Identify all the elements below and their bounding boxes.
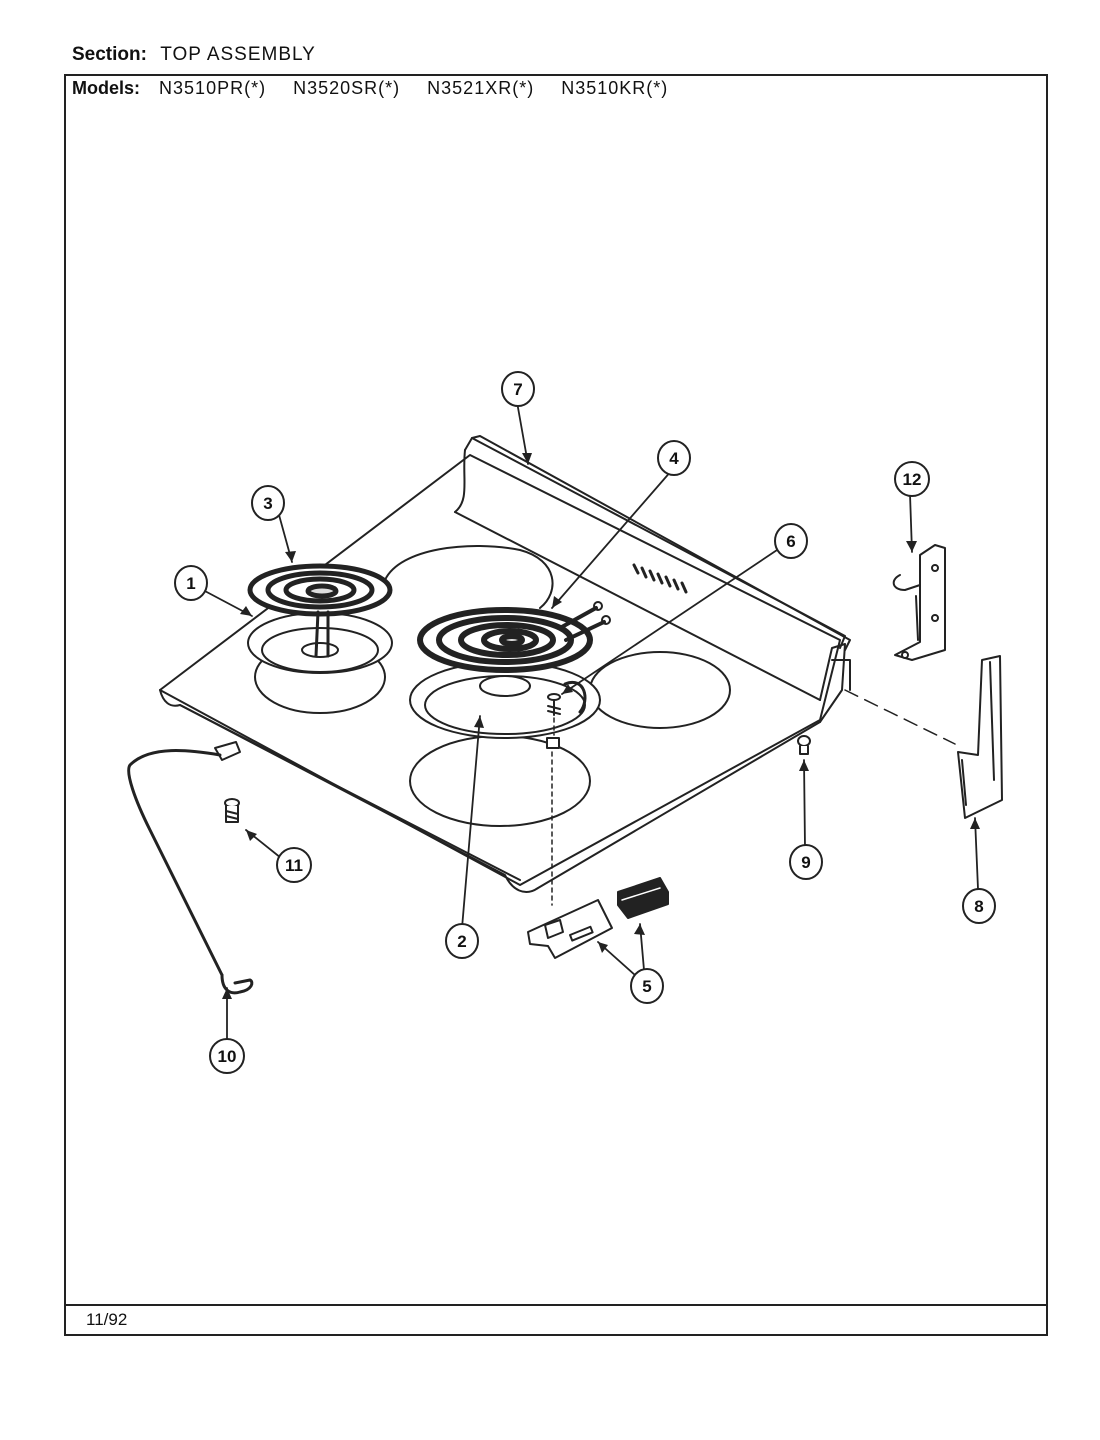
model-number: N3520SR(*) [293, 78, 401, 98]
drip-pan [247, 612, 393, 674]
section-title: Section: TOP ASSEMBLY [72, 44, 316, 66]
terminal-block [617, 877, 669, 919]
support-rod [127, 741, 254, 995]
callout-number: 10 [218, 1047, 237, 1066]
leader-lines [185, 401, 979, 1041]
burner-opening [384, 545, 554, 609]
callout-number: 9 [801, 853, 810, 872]
screw [224, 798, 240, 823]
model-number: N3521XR(*) [427, 78, 535, 98]
callout-number: 6 [786, 532, 795, 551]
callout-circles [174, 371, 996, 1074]
surface-element [247, 563, 393, 658]
vent-slots [632, 563, 688, 594]
callout-number: 8 [974, 897, 983, 916]
section-value: TOP ASSEMBLY [160, 44, 316, 65]
callout-number: 1 [186, 574, 195, 593]
callout-number: 7 [513, 380, 522, 399]
models-row: Models: N3510PR(*) N3520SR(*) N3521XR(*)… [72, 78, 690, 99]
section-label: Section: [72, 44, 147, 65]
surface-element [417, 601, 611, 673]
drip-pan [409, 661, 601, 739]
callout-number: 3 [263, 494, 272, 513]
model-number: N3510KR(*) [561, 78, 669, 98]
callout-number: 5 [642, 977, 651, 996]
hinge-bracket [892, 544, 946, 661]
element-receptacle-clip [527, 899, 613, 959]
footer-divider [64, 1304, 1048, 1306]
callout-number: 2 [457, 932, 466, 951]
callout-number: 12 [903, 470, 922, 489]
diagram-frame [64, 74, 1048, 1336]
callout-number: 11 [285, 856, 303, 875]
screw [546, 693, 561, 749]
side-trim [957, 655, 1003, 819]
arrowheads [222, 453, 980, 999]
models-label: Models: [72, 78, 141, 98]
screw [797, 735, 811, 755]
footer-date: 11/92 [86, 1310, 128, 1329]
model-number: N3510PR(*) [159, 78, 267, 98]
callout-number: 4 [669, 449, 679, 468]
